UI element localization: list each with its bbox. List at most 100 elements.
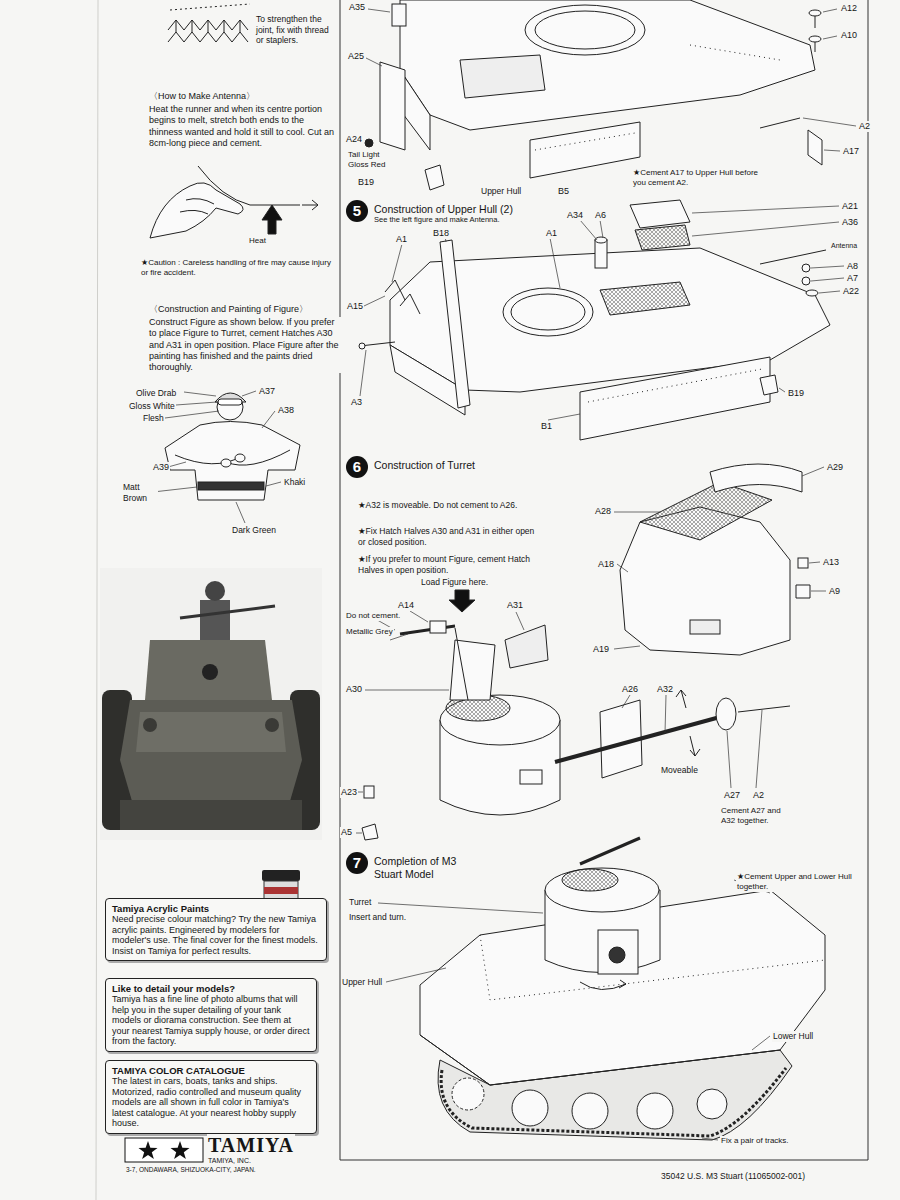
- part-number: A12: [840, 3, 858, 14]
- upper-hull-step5-part: [440, 240, 470, 408]
- step-number: 5: [346, 200, 368, 222]
- part-number: B18: [432, 228, 450, 239]
- turret-assembly-step6-part: [364, 786, 374, 798]
- turret-assembly-step6-part: [430, 621, 446, 633]
- note-text: TAMIYA, INC.: [207, 1157, 252, 1166]
- turret-assembly-step6-part: [716, 698, 736, 730]
- upper-hull-step5-part: [503, 288, 593, 336]
- turret-assembly-step6-part: [449, 590, 475, 612]
- note-text: Heat the runner and when its centre port…: [148, 104, 338, 149]
- note-text: Upper Hull: [480, 186, 522, 197]
- figure-sketch-part-part: [153, 487, 197, 492]
- turret-assembly-step6-part-part: [665, 695, 666, 733]
- model-photo-part: [120, 700, 302, 808]
- part-number: B19: [787, 388, 805, 399]
- part-number: A3: [350, 397, 363, 408]
- note-text: Cement A27 and A32 together.: [720, 806, 794, 826]
- model-photo-part: [100, 568, 322, 840]
- upper-hull-step4-part: [366, 9, 856, 151]
- upper-hull-step5-part-part: [819, 291, 840, 293]
- upper-hull-step5-part: [802, 264, 810, 272]
- turret-parts-step6-part-part: [811, 591, 826, 592]
- upper-hull-step4-part: [760, 118, 800, 128]
- figure-sketch-part-part: [262, 411, 275, 428]
- note-text: Lower Hull: [772, 1031, 814, 1042]
- upper-hull-step5-part-part: [360, 350, 366, 396]
- upper-hull-step5-part: [595, 240, 607, 268]
- tamiya-logo-mark-part: [170, 1141, 189, 1159]
- note-text: ★If you prefer to mount Figure, cement H…: [357, 554, 544, 575]
- completed-tank-step7-part: [378, 880, 770, 1140]
- part-number: A39: [152, 462, 170, 473]
- upper-hull-step5-part: [635, 225, 690, 250]
- part-number: A9: [828, 586, 841, 597]
- turret-assembly-step6-part: [676, 690, 700, 756]
- model-photo-part: [265, 718, 279, 732]
- upper-hull-step4-part: [365, 139, 373, 147]
- part-number: A18: [597, 559, 615, 570]
- turret-assembly-step6-part: [520, 770, 542, 784]
- figure-sketch-part-part: [266, 482, 281, 486]
- note-text: ★Fix Hatch Halves A30 and A31 in either …: [357, 526, 544, 547]
- tamiya-logo-mark: [125, 1138, 203, 1162]
- upper-hull-step4-part: [380, 62, 405, 150]
- box-body: Tamiya has a fine line of photo albums t…: [112, 994, 310, 1047]
- note-text: To strengthen the joint, fix with thread…: [255, 14, 335, 46]
- completed-tank-step7-part-part: [752, 1036, 770, 1050]
- part-number: A10: [840, 30, 858, 41]
- note-text: 〈How to Make Antenna〉: [148, 91, 256, 102]
- upper-hull-step4-part: [535, 133, 635, 150]
- figure-sketch-part-part: [236, 502, 245, 523]
- turret-parts-step6: [614, 464, 826, 655]
- part-number: A29: [826, 462, 844, 473]
- upper-hull-step4-part: [809, 36, 821, 42]
- figure-sketch-part-part: [184, 392, 216, 396]
- turret-parts-step6-part-part: [614, 646, 640, 649]
- completed-tank-step7-part: [545, 868, 659, 912]
- completed-tank-step7-part: [697, 1089, 727, 1119]
- figure-sketch-part-part: [168, 462, 186, 467]
- figure-sketch-part-part: [176, 402, 217, 405]
- completed-tank-step7-part: [598, 930, 638, 974]
- tamiya-logo-mark-part: [125, 1138, 203, 1162]
- upper-hull-step4-part-part: [823, 9, 837, 12]
- turret-parts-step6-part: [798, 558, 808, 568]
- upper-hull-step5-part: [760, 375, 778, 395]
- step-heading-group: Completion of M3 Stuart Model: [374, 852, 470, 880]
- upper-hull-step5-part-part: [779, 388, 785, 392]
- step-heading-group: Construction of Upper Hull (2)See the le…: [374, 200, 513, 224]
- upper-hull-step5-part-part: [811, 278, 844, 281]
- turret-assembly-step6: [356, 590, 790, 840]
- upper-hull-step4-part-part: [366, 58, 382, 66]
- note-text: Turret: [348, 897, 372, 908]
- upper-hull-step5-part: [802, 277, 810, 285]
- upper-hull-step4-part: [400, 0, 815, 130]
- model-photo-part: [143, 718, 157, 732]
- note-text: Metallic Grey: [345, 627, 394, 637]
- upper-hull-step5-part-part: [600, 220, 603, 238]
- figure-sketch-part: [218, 399, 242, 405]
- note-text: Flesh: [142, 413, 165, 424]
- part-number: A32: [656, 684, 674, 695]
- part-number: A22: [842, 286, 860, 297]
- turret-assembly-step6-part-part: [727, 731, 731, 788]
- upper-hull-step5-part: [600, 282, 690, 315]
- figure-sketch-part: [175, 450, 290, 465]
- upper-hull-step5-part: [359, 343, 365, 349]
- upper-hull-step5-part-part: [580, 220, 597, 240]
- paint-jar-icon-part: [264, 887, 298, 894]
- model-photo-part: [180, 606, 275, 618]
- turret-assembly-step6-part: [356, 611, 762, 833]
- step-number: 6: [346, 456, 368, 478]
- upper-hull-step4-part: [530, 122, 640, 178]
- note-text: Dark Green: [231, 525, 277, 536]
- part-number: A38: [277, 405, 295, 416]
- note-text: ★Caution : Careless handling of fire may…: [140, 258, 338, 278]
- turret-parts-step6-part: [710, 464, 802, 492]
- turret-assembly-step6-part: [450, 640, 495, 700]
- note-text: 〈Construction and Painting of Figure〉: [148, 304, 309, 315]
- antenna-heat-sketch-part: [302, 200, 318, 210]
- track-link-sketch-part: [170, 4, 250, 10]
- completed-tank-step7-part: [609, 947, 625, 963]
- upper-hull-step4: [365, 0, 856, 190]
